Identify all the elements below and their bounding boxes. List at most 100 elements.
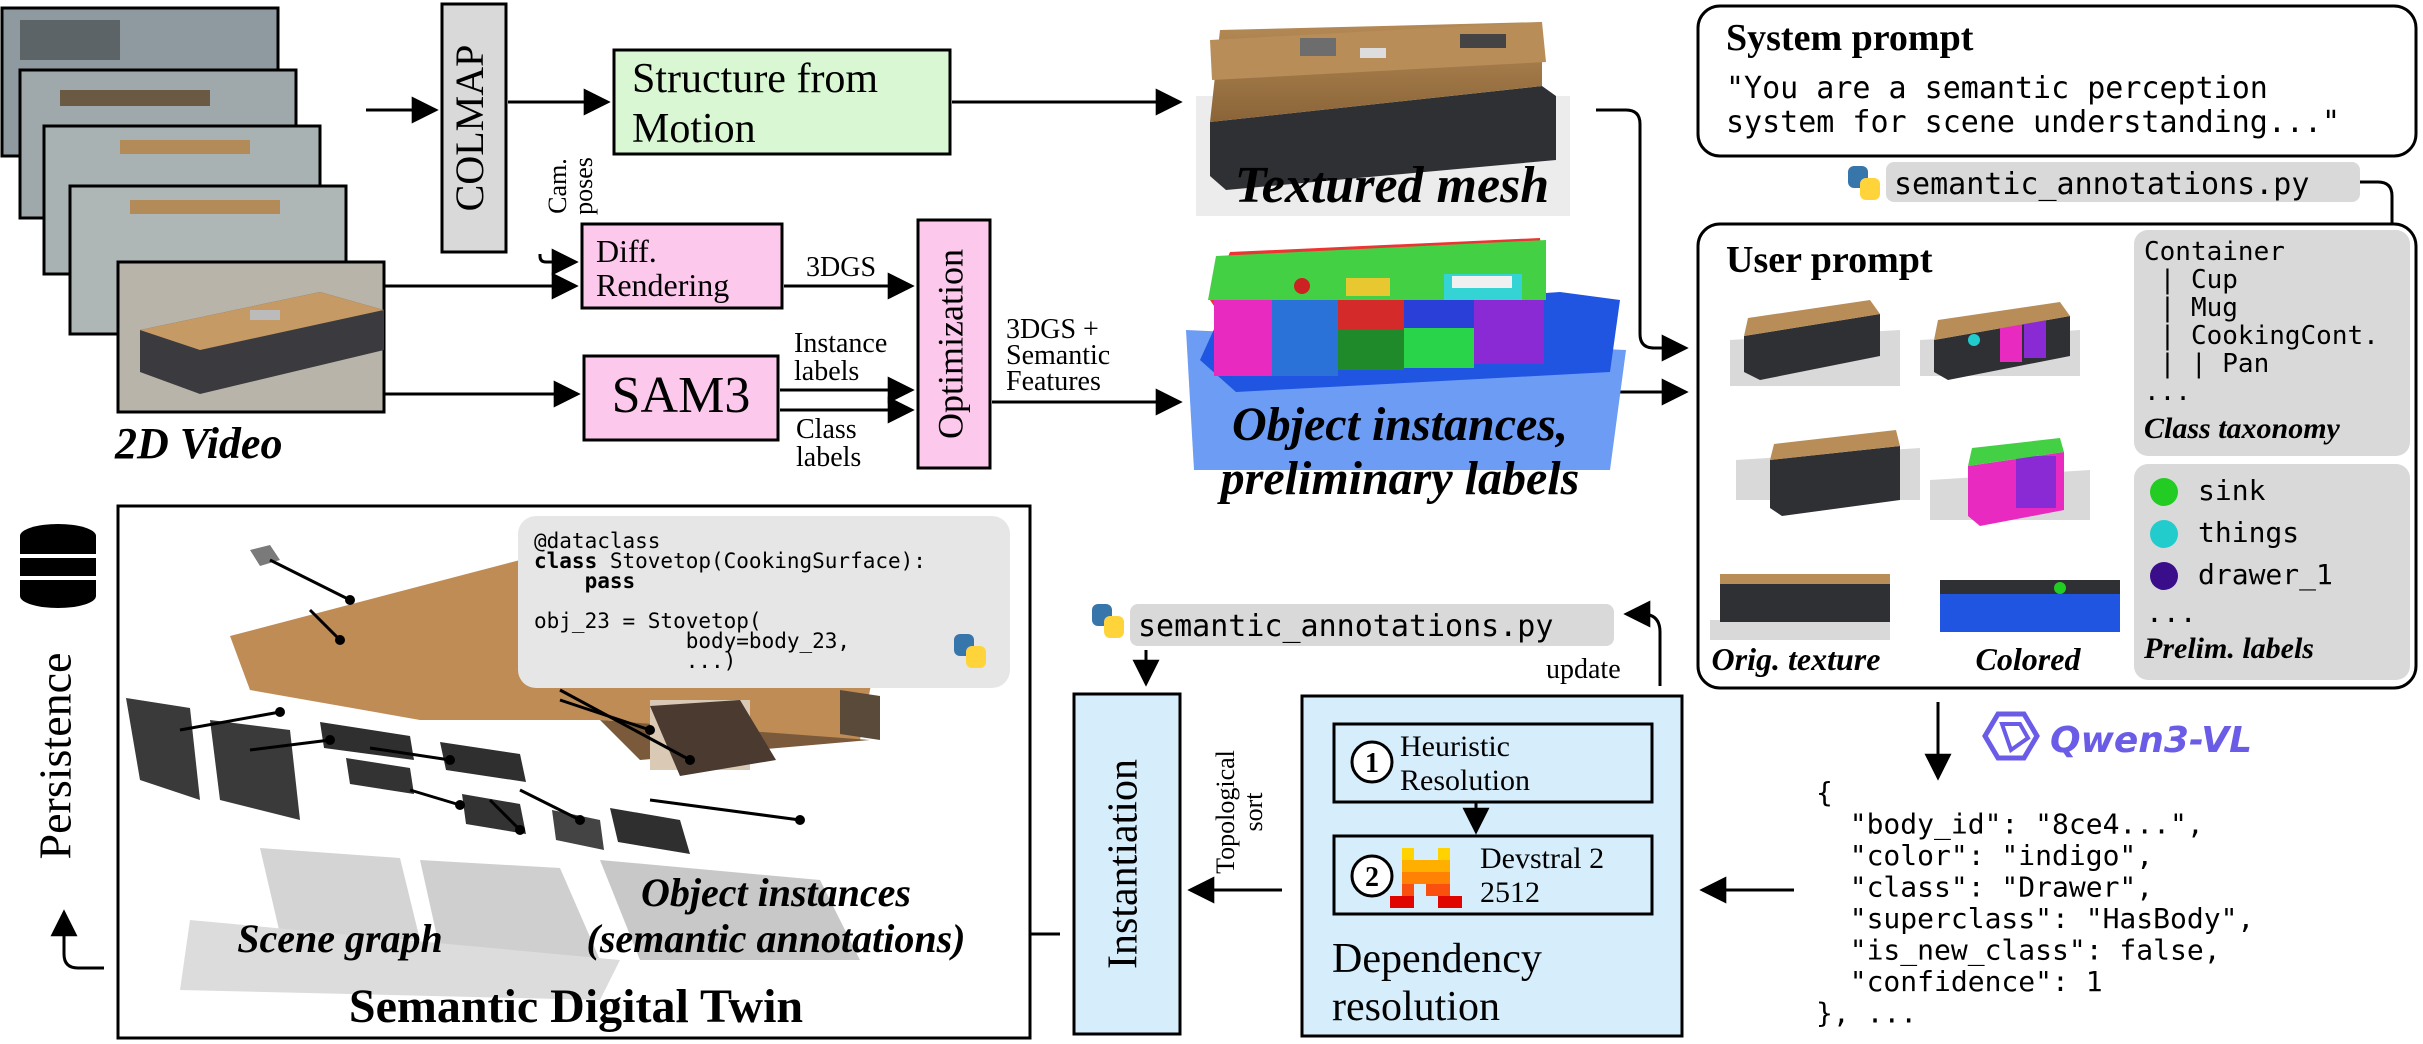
step2-line1: Devstral 2 <box>1480 842 1604 875</box>
code-line: ...) <box>534 649 736 673</box>
object-instances-line1: Object instances <box>641 870 911 915</box>
qwen-logo-icon <box>1982 711 2040 761</box>
system-prompt-title: System prompt <box>1726 17 1974 59</box>
json-line: }, ... <box>1816 997 1917 1030</box>
system-prompt-line1: "You are a semantic perception <box>1726 71 2268 106</box>
edge-class-line1: Class <box>796 414 857 445</box>
colored-label: Colored <box>1976 641 2082 677</box>
python-icon <box>1848 166 1880 200</box>
prelim-more: ... <box>2146 596 2197 629</box>
annotations-file-bottom-label: semantic_annotations.py <box>1138 609 1553 644</box>
instances-line2: preliminary labels <box>1217 452 1580 505</box>
optimization-label: Optimization <box>930 249 970 439</box>
mistral-logo-icon <box>1390 848 1462 908</box>
update-label: update <box>1546 654 1621 685</box>
taxonomy-line: | CookingCont. <box>2144 321 2379 351</box>
taxonomy-line: Container <box>2144 237 2285 267</box>
persistence-label: Persistence <box>30 653 81 860</box>
python-icon-code <box>954 634 986 668</box>
step1-line1: Heuristic <box>1400 730 1510 763</box>
taxonomy-title: Class taxonomy <box>2144 412 2341 445</box>
edge-features-line3: Features <box>1006 366 1101 397</box>
colmap-label: COLMAP <box>447 45 492 212</box>
instances-mesh-image <box>1186 238 1626 470</box>
code-line: pass <box>534 569 635 593</box>
diff-line2: Rendering <box>596 267 729 303</box>
prelim-label-swatch <box>2150 478 2178 506</box>
step2-num: 2 <box>1365 862 1379 893</box>
edge-instance-line1: Instance <box>794 328 887 359</box>
json-line: "body_id": "8ce4...", <box>1816 808 2204 842</box>
edge-instance-line2: labels <box>794 356 859 387</box>
code-line: obj_23 = Stovetop( <box>534 609 762 633</box>
arrows-left <box>366 88 1689 424</box>
prelim-title: Prelim. labels <box>2143 632 2314 665</box>
prelim-label-swatch <box>2150 520 2178 548</box>
taxonomy-line: | Cup <box>2144 265 2238 295</box>
arrow-to-persistence <box>50 909 104 970</box>
taxonomy-box <box>2134 230 2410 456</box>
qwen-label: Qwen3-VL <box>2050 720 2252 761</box>
edge-3dgs: 3DGS <box>806 252 876 283</box>
step1-num: 1 <box>1365 748 1379 779</box>
user-prompt-title: User prompt <box>1726 239 1933 281</box>
colmap-box <box>440 2 508 254</box>
code-line: body=body_23, <box>534 629 850 653</box>
arrow-file-to-prompt <box>2360 180 2406 255</box>
textured-mesh-image <box>1196 22 1570 216</box>
code-line: @dataclass <box>534 529 660 553</box>
taxonomy-line: | Mug <box>2144 293 2238 323</box>
prelim-label-swatch <box>2150 562 2178 590</box>
annotations-file-top <box>1886 162 2360 202</box>
sam3-label: SAM3 <box>612 367 751 424</box>
edge-features-line2: Semantic <box>1006 340 1110 371</box>
json-line: { <box>1816 776 1833 809</box>
taxonomy-list: Container | Cup | Mug | CookingCont. | |… <box>2144 237 2379 407</box>
prelim-labels-box <box>2134 464 2410 680</box>
cam-poses-line1: Cam. <box>543 158 572 214</box>
annotations-file-top-label: semantic_annotations.py <box>1894 167 2309 202</box>
instances-line1: Object instances, <box>1232 398 1568 451</box>
json-output: { "body_id": "8ce4...", "color": "indigo… <box>1816 776 2254 1030</box>
dependency-title-line1: Dependency <box>1332 936 1542 982</box>
sfm-line1: Structure from <box>632 56 878 102</box>
step2-circle <box>1350 854 1394 898</box>
prelim-label-name: sink <box>2198 474 2266 507</box>
scene-graph-nodes <box>275 595 805 835</box>
instantiation-box <box>1072 692 1182 1036</box>
system-prompt-box <box>1696 4 2418 158</box>
scene-graph-label: Scene graph <box>237 916 443 961</box>
annotations-file-bottom <box>1130 604 1614 646</box>
taxonomy-line: ... <box>2144 377 2191 407</box>
code-line: class Stovetop(CookingSurface): <box>534 549 926 573</box>
step1-line2: Resolution <box>1400 764 1530 797</box>
cam-poses-line2: poses <box>569 157 598 215</box>
arrow-update <box>1623 600 1662 686</box>
json-line: "superclass": "HasBody", <box>1816 902 2254 935</box>
scene-graph-edges <box>179 558 801 832</box>
digital-twin-title: Semantic Digital Twin <box>349 980 803 1033</box>
prelim-label-name: drawer_1 <box>2198 558 2333 592</box>
json-line: "color": "indigo", <box>1816 839 2153 872</box>
dependency-title-line2: resolution <box>1332 984 1500 1030</box>
sfm-line2: Motion <box>632 106 756 152</box>
taxonomy-line: | | Pan <box>2144 349 2269 379</box>
diff-line1: Diff. <box>596 233 657 269</box>
video-frames <box>0 6 386 414</box>
json-line: "class": "Drawer", <box>1816 871 2153 904</box>
sam3-box <box>582 354 780 442</box>
json-line: "is_new_class": false, <box>1816 934 2221 968</box>
diff-rendering-box <box>580 222 784 310</box>
prelim-label-name: things <box>2198 516 2299 549</box>
step1-circle <box>1350 740 1394 784</box>
exploded-scene-image <box>126 545 880 1000</box>
instantiation-label: Instantiation <box>1101 759 1147 969</box>
edge-class-line2: labels <box>796 442 861 473</box>
code-box <box>518 516 1010 688</box>
python-icon-bottom <box>1092 604 1124 638</box>
prompt-thumbnails <box>1710 300 2120 640</box>
json-line: "confidence": 1 <box>1816 965 2103 998</box>
database-icon <box>20 524 96 608</box>
